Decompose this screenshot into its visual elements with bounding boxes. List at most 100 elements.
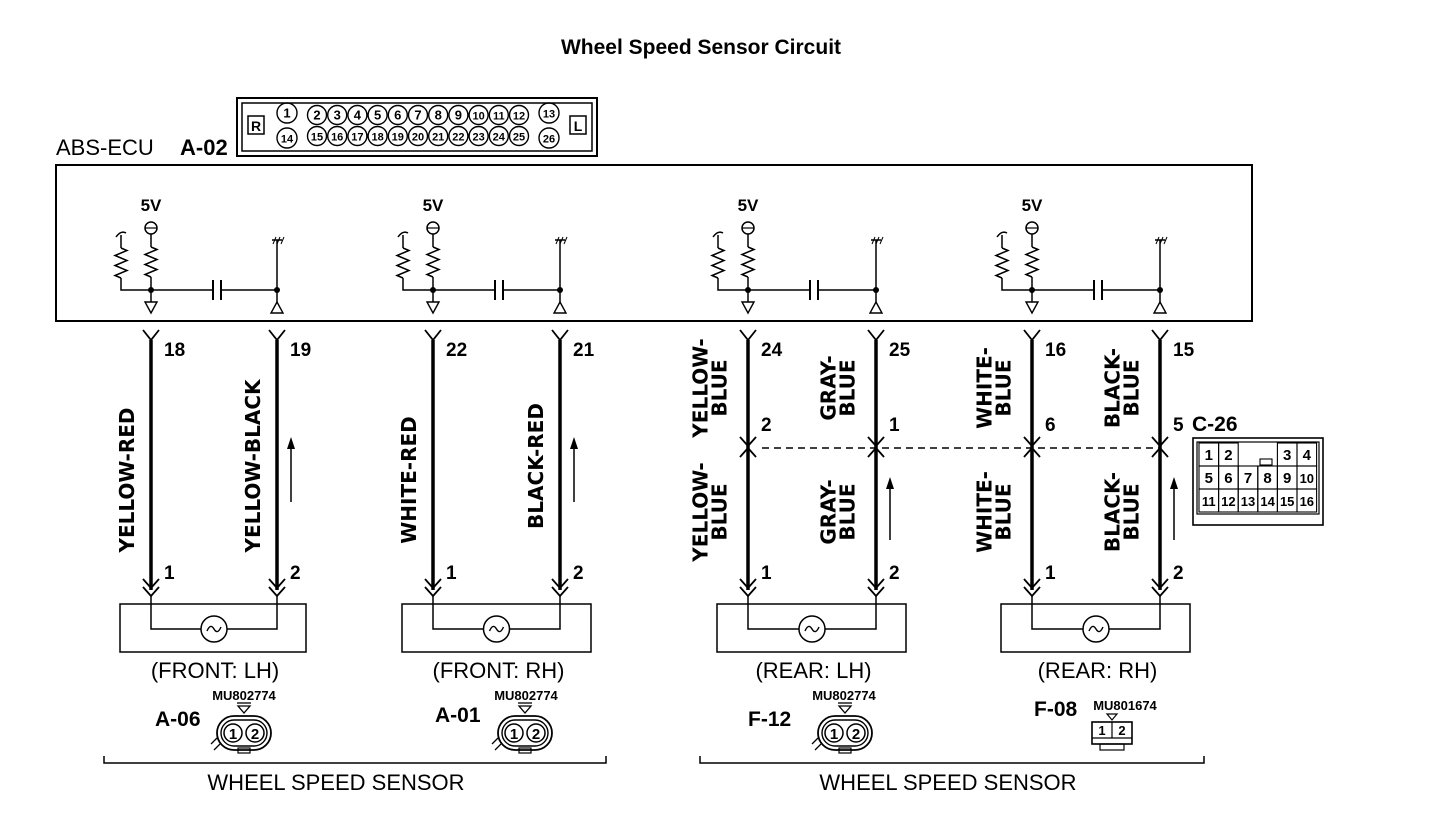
- ecu-pin-label: 14: [281, 134, 294, 146]
- c26-cavity-number: 8: [1263, 470, 1271, 487]
- ecu-pin-number: 22: [446, 340, 467, 361]
- sensor-connector-id: F-08: [1034, 698, 1078, 721]
- c26-key: [1259, 458, 1273, 466]
- c26-cavity-number: 15: [1280, 494, 1294, 509]
- ecu-pin-number: 19: [290, 340, 311, 361]
- sensor-coil-symbol: [482, 615, 511, 643]
- connector-cavity: [223, 723, 243, 743]
- wire-color-label-upper-line: BLUE: [992, 359, 1016, 416]
- ecu-pin-circle: [538, 102, 560, 124]
- branch-curl: [397, 231, 409, 238]
- sensor-position-label: (REAR: LH): [755, 658, 871, 683]
- diagram-title: Wheel Speed Sensor Circuit: [561, 36, 841, 59]
- c26-cavity-number: 12: [1221, 494, 1235, 509]
- wire-color-label-line: YELLOW-BLACK: [241, 378, 265, 554]
- c26-cavity-number: 7: [1244, 470, 1252, 487]
- group-label-rear: WHEEL SPEED SENSOR: [819, 770, 1076, 795]
- wire: [717, 278, 748, 291]
- sensor-part-number: MU802774: [494, 688, 558, 703]
- ecu-pin-circle: [306, 125, 328, 147]
- resistor: [710, 247, 726, 279]
- ecu-pin-label: 4: [354, 108, 362, 123]
- ecu-pin-label: 24: [493, 132, 506, 144]
- resistor: [994, 247, 1010, 279]
- c26-cavity-number: 3: [1283, 447, 1291, 464]
- ecu-pin-circle: [508, 125, 530, 147]
- wire-color-label-upper-line: BLUE: [1120, 359, 1144, 416]
- sensor-pin-number: 1: [761, 563, 772, 584]
- sensor-position-label: (REAR: RH): [1038, 658, 1158, 683]
- sensor-pin-entry: [739, 578, 757, 590]
- sensor-pin-number: 1: [446, 563, 457, 584]
- ecu-pin-circle: [387, 125, 408, 147]
- wire-color-label: WHITE-RED: [397, 416, 421, 544]
- c26-cavity-number: 2: [1224, 447, 1232, 464]
- ground-hatch: [1155, 236, 1168, 245]
- ecu-pin-label: 22: [452, 132, 464, 144]
- connector-cavity-number: 1: [1098, 723, 1105, 738]
- wire-color-label-upper-line: BLUE: [836, 359, 860, 416]
- supply-label: 5V: [423, 196, 444, 215]
- sensor-pin-number: 2: [1173, 563, 1184, 584]
- wire-color-label-lower-line: BLUE: [1120, 483, 1144, 540]
- terminal-arrow: [1024, 301, 1040, 315]
- sensor-part-number: MU801674: [1093, 698, 1157, 713]
- c26-cavity-number: 4: [1303, 447, 1312, 464]
- ecu-pin-exit: [867, 329, 885, 342]
- resistor: [1024, 246, 1040, 278]
- sensor-connector-id: A-06: [155, 708, 201, 731]
- sensor-pin-number: 2: [889, 563, 900, 584]
- wire-color-label-upper: BLACK-BLUE: [1101, 348, 1144, 428]
- ecu-pin-label: 3: [334, 108, 341, 123]
- group-label-front: WHEEL SPEED SENSOR: [207, 770, 464, 795]
- wire-color-label-upper-line: BLUE: [708, 359, 732, 416]
- connector-key: [1105, 713, 1119, 721]
- connector-mating-mark: [867, 436, 885, 448]
- connector-mating-mark: [739, 436, 757, 448]
- wire-color-label-lower-line: BLUE: [708, 483, 732, 540]
- c26-cavity-number: 6: [1224, 470, 1232, 487]
- sensor-wave: [488, 625, 505, 633]
- connector-cavity-number: 1: [229, 726, 237, 743]
- ecu-pin-label: 20: [412, 132, 424, 144]
- ecu-pin-label: 26: [543, 134, 555, 146]
- wire-color-label: YELLOW-BLACK: [241, 378, 265, 554]
- ecu-pin-label: 17: [351, 132, 363, 144]
- ecu-pin-circle: [387, 104, 408, 126]
- sensor-wave: [804, 625, 820, 633]
- sensor-pin-number: 1: [1045, 563, 1056, 584]
- connector-mating-mark: [1151, 436, 1169, 448]
- resistor: [425, 246, 441, 278]
- terminal-triangle: [868, 300, 884, 314]
- c26-inner: [1196, 441, 1320, 515]
- sensor-coil-symbol: [200, 615, 228, 643]
- connector-c26-id: C-26: [1192, 413, 1238, 436]
- connector-cavity-number: 1: [510, 726, 518, 743]
- signal-arrow-head: [287, 437, 295, 449]
- wire-color-label: YELLOW-RED: [115, 407, 139, 553]
- wire: [1001, 278, 1032, 291]
- sensor-position-label: (FRONT: RH): [433, 658, 565, 683]
- connector-cavity: [824, 723, 844, 743]
- ecu-pin-number: 15: [1173, 340, 1195, 361]
- ecu-pin-label: 11: [493, 111, 505, 123]
- sensor-pin-number: 2: [290, 563, 301, 584]
- ecu-connector-id: A-02: [180, 135, 228, 160]
- sensor-pin-number: 1: [164, 563, 175, 584]
- sensor-position-label: (FRONT: LH): [151, 658, 279, 683]
- wire-color-label-lower-line: BLUE: [992, 483, 1016, 540]
- sensor-wave: [1088, 625, 1104, 633]
- connector-tab: [1099, 743, 1125, 751]
- sensor-coil-symbol: [1082, 615, 1110, 643]
- sensor-coil-wire: [432, 596, 561, 630]
- wire: [120, 278, 151, 291]
- c26-cavity-number: 11: [1202, 494, 1216, 509]
- connector-cavity: [245, 723, 265, 743]
- ecu-pin-circle: [448, 125, 469, 147]
- ecu-pin-label: 6: [394, 108, 401, 123]
